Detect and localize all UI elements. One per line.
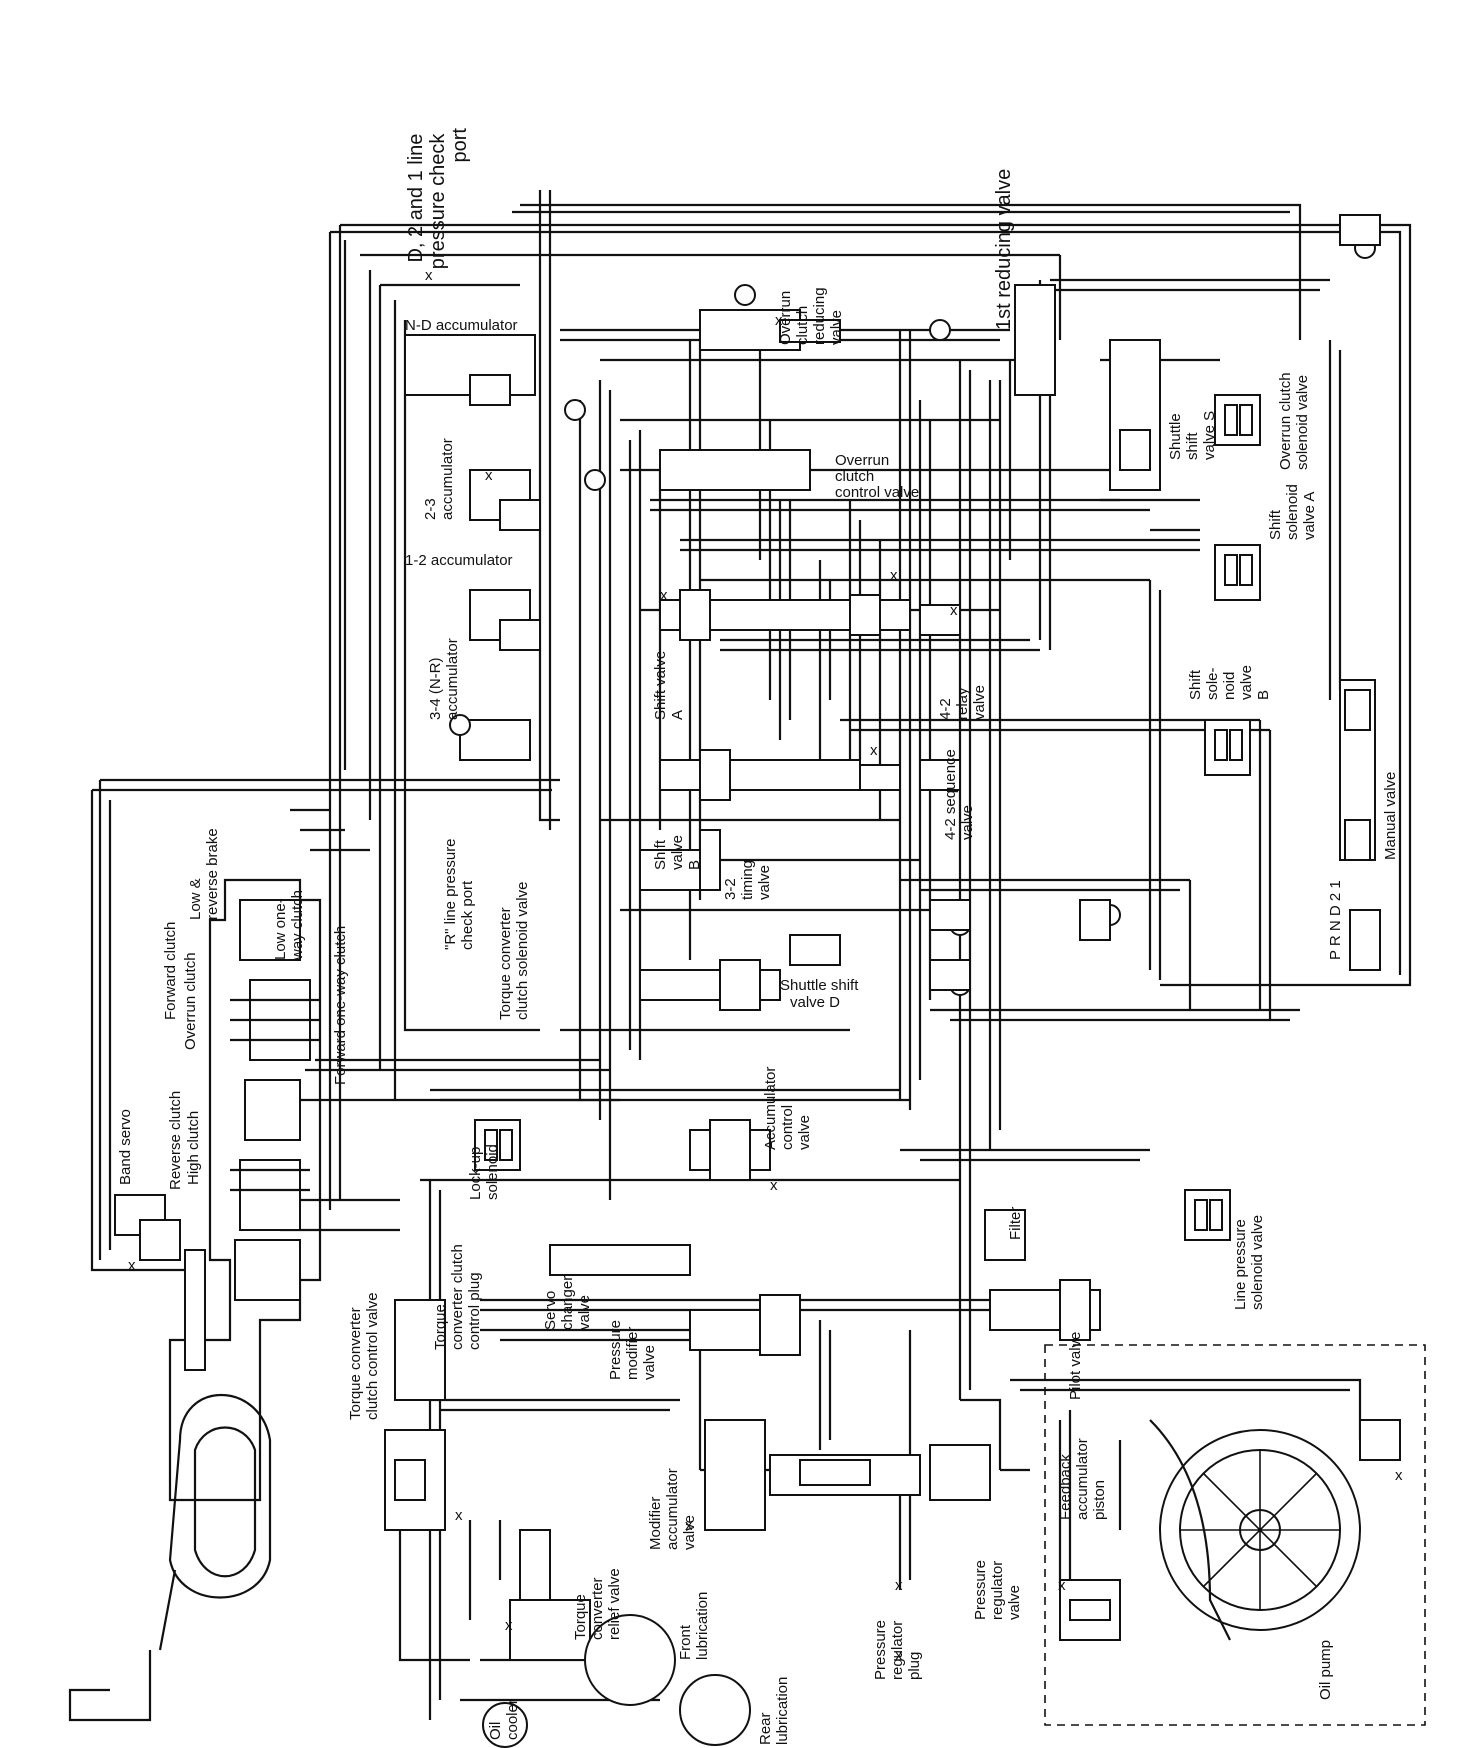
label-accumulator-control: Accumulatorcontrolvalve — [762, 1067, 813, 1150]
label-reverse-clutch: Reverse clutch — [167, 1091, 184, 1190]
label-low-reverse-brake: Low &reverse brake — [187, 828, 221, 920]
oil-pump-housing — [1044, 1344, 1426, 1726]
label-low-one-way: Low one-way clutch — [272, 890, 306, 961]
label-2-3-accumulator: 2-3accumulator — [422, 438, 456, 520]
labels: D, 2 and 1 line pressure check port 1st … — [117, 128, 1403, 1745]
label-3-2-timing: 3-2timingvalve — [722, 860, 773, 900]
x-marker: x — [870, 742, 878, 759]
label-pressure-modifier: Pressuremodifiervalve — [607, 1320, 658, 1380]
label-shift-valve-a: Shift valveA — [652, 651, 686, 720]
label-pr-plug: Pressureregulatorplug — [872, 1620, 923, 1680]
label-high-clutch: High clutch — [185, 1111, 202, 1185]
x-marker: x — [775, 312, 783, 329]
x-marker: x — [455, 1507, 463, 1524]
label-lockup-solenoid: Lock-upsolenoid — [467, 1144, 501, 1200]
label-shift-solenoid-b: Shiftsole-noidvalveB — [1187, 665, 1272, 700]
label-tc-relief: Torqueconverterrelief valve — [572, 1568, 623, 1640]
label-band-servo: Band servo — [117, 1109, 134, 1185]
label-d-2-1-check-port: D, 2 and 1 line pressure check port — [405, 128, 471, 270]
label-line-pressure-solenoid: Line pressuresolenoid valve — [1232, 1215, 1266, 1310]
label-forward-one-way: Forward one-way clutch — [332, 926, 349, 1085]
x-marker: x — [895, 1577, 903, 1594]
x-marker: x — [425, 267, 433, 284]
label-manual-valve: Manual valve — [1382, 772, 1399, 860]
x-marker: x — [890, 567, 898, 584]
label-pilot-valve: Pilot valve — [1067, 1332, 1084, 1400]
x-marker: x — [895, 1647, 903, 1664]
label-4-2-relay: 4-2relayvalve — [937, 685, 988, 720]
x-marker: x — [128, 1257, 136, 1274]
label-filter: Filter — [1007, 1207, 1024, 1240]
label-shift-solenoid-a: Shiftsolenoidvalve A — [1267, 484, 1318, 540]
x-marker: x — [685, 1517, 693, 1534]
label-4-2-sequence: 4-2 sequencevalve — [942, 749, 976, 840]
label-overrun-solenoid: Overrun clutchsolenoid valve — [1277, 372, 1311, 470]
label-servo-changer: Servochangervalve — [542, 1276, 593, 1330]
label-tcc-solenoid: Torque converterclutch solenoid valve — [497, 882, 531, 1020]
label-1-2-accumulator: 1-2 accumulator — [405, 552, 513, 569]
label-nd-accumulator: N-D accumulator — [405, 317, 518, 334]
label-forward-clutch: Forward clutch — [162, 922, 179, 1020]
label-feedback-piston: Feedbackaccumulatorpiston — [1057, 1438, 1108, 1520]
x-marker: x — [660, 587, 668, 604]
label-tcc-control-valve: Torque converterclutch control valve — [347, 1292, 381, 1420]
label-modifier-accumulator: Modifieraccumulatorvalve — [647, 1468, 698, 1550]
label-rear-lubrication: Rearlubrication — [757, 1677, 791, 1745]
label-shift-valve-b: ShiftvalveB — [652, 835, 703, 870]
label-prnd21: P R N D 2 1 — [1327, 880, 1344, 960]
label-oil-cooler: Oilcooler — [487, 1699, 521, 1740]
label-overrun-reducing-valve: Overrunclutchreducingvalve — [777, 287, 845, 345]
label-shuttle-shift-s: Shuttleshiftvalve S — [1167, 411, 1218, 460]
component-shapes — [68, 214, 1401, 1748]
x-marker: x — [485, 467, 493, 484]
label-oil-pump: Oil pump — [1317, 1640, 1334, 1700]
x-marker: x — [950, 602, 958, 619]
x-marker: x — [1395, 1467, 1403, 1484]
x-marker: x — [1058, 1577, 1066, 1594]
x-marker: x — [770, 1177, 778, 1194]
label-1st-reducing-valve: 1st reducing valve — [993, 169, 1015, 330]
x-marker: x — [505, 1617, 513, 1634]
label-pressure-regulator: Pressureregulatorvalve — [972, 1560, 1023, 1620]
label-front-lubrication: Frontlubrication — [677, 1592, 711, 1660]
label-3-4-accumulator: 3-4 (N-R)accumulator — [427, 638, 461, 720]
label-tcc-control-plug: Torqueconverter clutchcontrol plug — [432, 1244, 483, 1350]
label-r-check-port: "R" line pressurecheck port — [442, 838, 476, 950]
label-overrun-clutch: Overrun clutch — [182, 952, 199, 1050]
